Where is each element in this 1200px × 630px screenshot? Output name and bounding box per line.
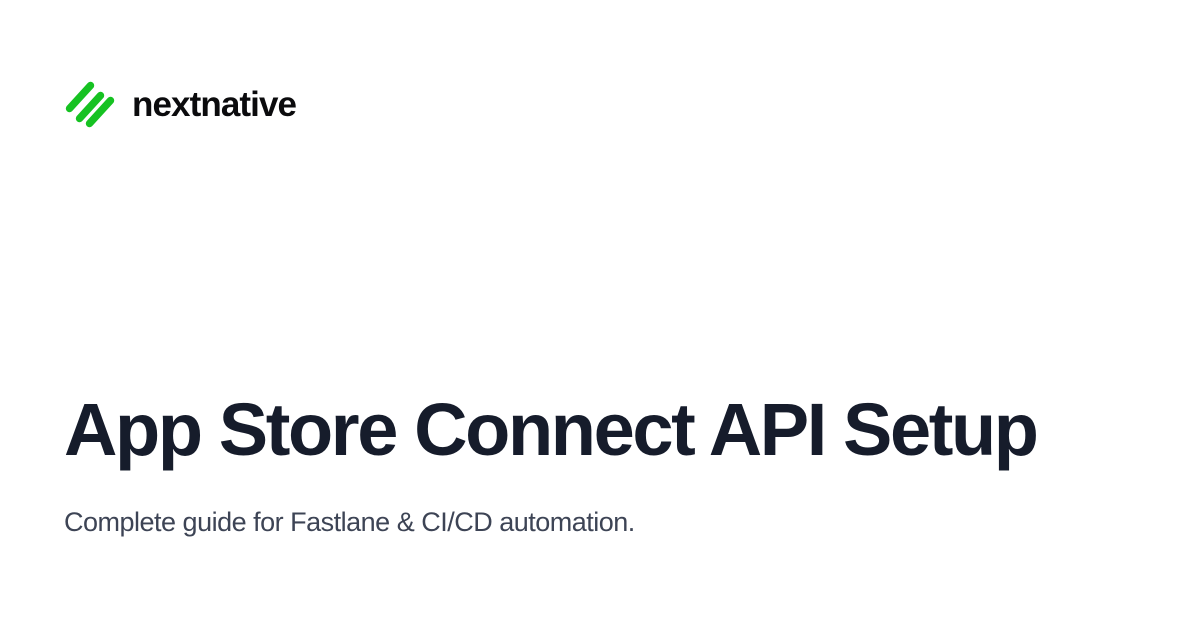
three-diagonal-bars-icon <box>65 81 115 128</box>
page-title: App Store Connect API Setup <box>64 388 1039 471</box>
brand-wordmark: nextnative <box>132 84 297 124</box>
headline-block: App Store Connect API Setup Complete gui… <box>64 388 1136 540</box>
page-subtitle: Complete guide for Fastlane & CI/CD auto… <box>64 506 635 537</box>
brand-lockup[interactable]: nextnative <box>64 74 297 132</box>
